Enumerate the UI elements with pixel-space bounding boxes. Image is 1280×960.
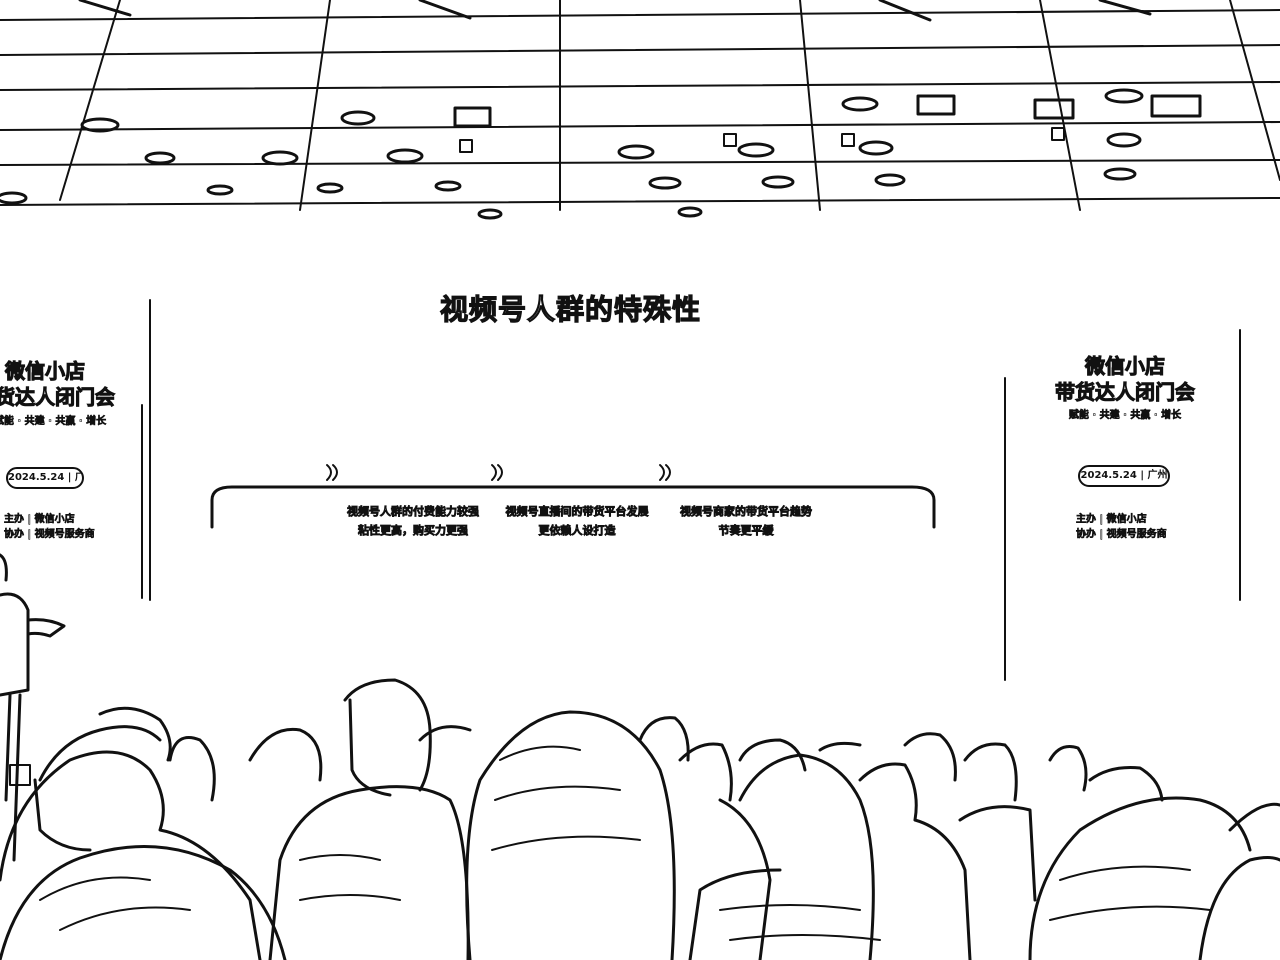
slide-bracket: [210, 464, 936, 529]
left-banner-date: 2024.5.24 | 广州: [6, 467, 84, 489]
right-banner-subtitle: 赋能 · 共建 · 共赢 · 增长: [1068, 410, 1182, 422]
left-banner-org-line1: 主办 | 微信小店: [4, 514, 75, 526]
slide-point-2-line2: 更依赖人设打造: [538, 524, 616, 538]
slide-point-1-line1: 视频号人群的付费能力较强: [347, 505, 480, 519]
ceiling: [0, 0, 1280, 211]
right-banner-date: 2024.5.24 | 广州: [1078, 465, 1170, 487]
stage-screens: [141, 299, 1241, 681]
right-banner-organizers: 主办 | 微信小店 协办 | 视频号服务商: [1076, 512, 1176, 542]
ceiling-lamps: [0, 88, 1202, 220]
slide-point-3: 视频号商家的带货平台趋势 节奏更平缓: [666, 502, 826, 540]
left-banner-organizers: 主办 | 微信小店 协办 | 视频号服务商: [4, 512, 95, 542]
left-banner-title-line2: 带货达人闭门会: [0, 385, 116, 410]
right-banner-title-line2: 带货达人闭门会: [1055, 380, 1196, 405]
left-banner-subtitle: 赋能 · 共建 · 共赢 · 增长: [0, 416, 107, 428]
right-banner-org-line2: 协办 | 视频号服务商: [1076, 529, 1167, 541]
right-banner-title-line1: 微信小店: [1085, 354, 1166, 379]
slide-point-2-line1: 视频号直播间的带货平台发展: [505, 505, 649, 519]
presenter: [0, 553, 66, 862]
slide-point-1: 视频号人群的付费能力较强 粘性更高，购买力更强: [333, 502, 493, 540]
audience: [0, 678, 1280, 960]
left-banner-title-line1: 微信小店: [5, 359, 86, 384]
slide-point-2: 视频号直播间的带货平台发展 更依赖人设打造: [497, 502, 657, 540]
slide-point-1-line2: 粘性更高，购买力更强: [358, 524, 469, 538]
right-banner-org-line1: 主办 | 微信小店: [1076, 514, 1147, 526]
left-banner-title: 微信小店 带货达人闭门会: [0, 358, 130, 410]
slide-title: 视频号人群的特殊性: [439, 292, 702, 326]
left-banner-org-line2: 协办 | 视频号服务商: [4, 529, 95, 541]
right-banner-title: 微信小店 带货达人闭门会: [1040, 353, 1210, 405]
slide-point-3-line1: 视频号商家的带货平台趋势: [680, 505, 813, 519]
slide-point-3-line2: 节奏更平缓: [718, 524, 774, 538]
